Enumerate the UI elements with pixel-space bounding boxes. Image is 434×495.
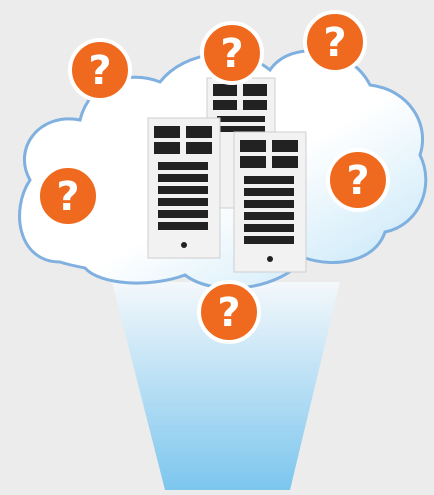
question-mark-icon: ? xyxy=(200,21,264,85)
question-mark-icon: ? xyxy=(197,280,261,344)
question-mark-icon: ? xyxy=(326,148,390,212)
svg-text:?: ? xyxy=(346,158,369,204)
svg-text:?: ? xyxy=(220,31,243,77)
light-beam xyxy=(112,282,340,490)
question-mark-icon: ? xyxy=(68,38,132,102)
question-mark-icon: ? xyxy=(303,10,367,74)
svg-text:?: ? xyxy=(323,20,346,66)
svg-text:?: ? xyxy=(217,290,240,336)
svg-text:?: ? xyxy=(56,174,79,220)
server-rack-icon xyxy=(233,131,307,273)
question-mark-icon: ? xyxy=(36,164,100,228)
server-rack-icon xyxy=(147,117,221,259)
svg-text:?: ? xyxy=(88,48,111,94)
